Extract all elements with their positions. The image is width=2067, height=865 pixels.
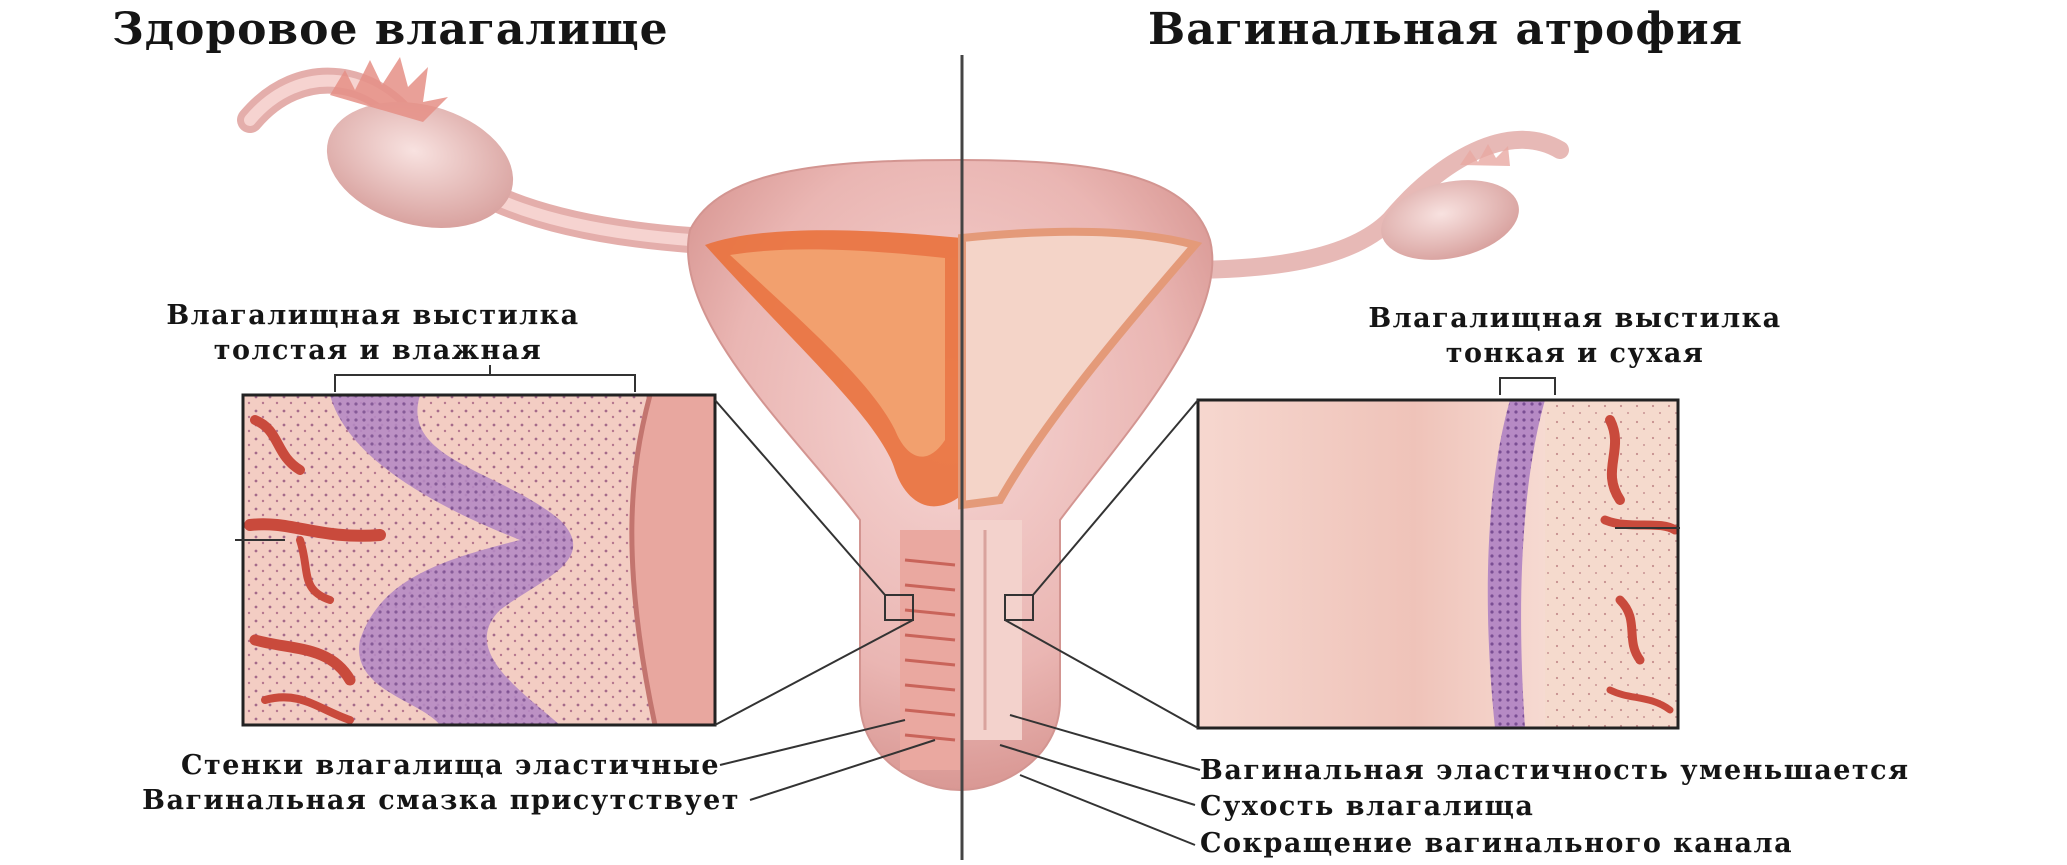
left-lining-label-2: толстая и влажная: [168, 337, 588, 364]
right-lining-label-1: Влагалищная выстилка: [1325, 305, 1825, 332]
healthy-tissue-inset: [235, 365, 715, 725]
right-lining-bracket: [1500, 378, 1555, 395]
right-callout-elasticity-decreases: Вагинальная эластичность уменьшается: [1200, 757, 1910, 784]
left-callout-elastic-walls: Стенки влагалища эластичные: [20, 752, 720, 779]
left-lining-label-1: Влагалищная выстилка: [128, 302, 618, 329]
left-lining-bracket: [335, 375, 635, 392]
left-callout-lubrication: Вагинальная смазка присутствует: [20, 787, 740, 814]
right-callout-canal-shortening: Сокращение вагинального канала: [1200, 830, 1793, 857]
left-title: Здоровое влагалище: [112, 8, 669, 52]
right-callout-dryness: Сухость влагалища: [1200, 793, 1534, 820]
right-title: Вагинальная атрофия: [1148, 8, 1743, 52]
right-lining-label-2: тонкая и сухая: [1400, 340, 1750, 367]
vaginal-canal-right: [962, 520, 1022, 740]
right-ovary: [1374, 168, 1527, 271]
atrophic-tissue-inset: [1198, 378, 1680, 728]
